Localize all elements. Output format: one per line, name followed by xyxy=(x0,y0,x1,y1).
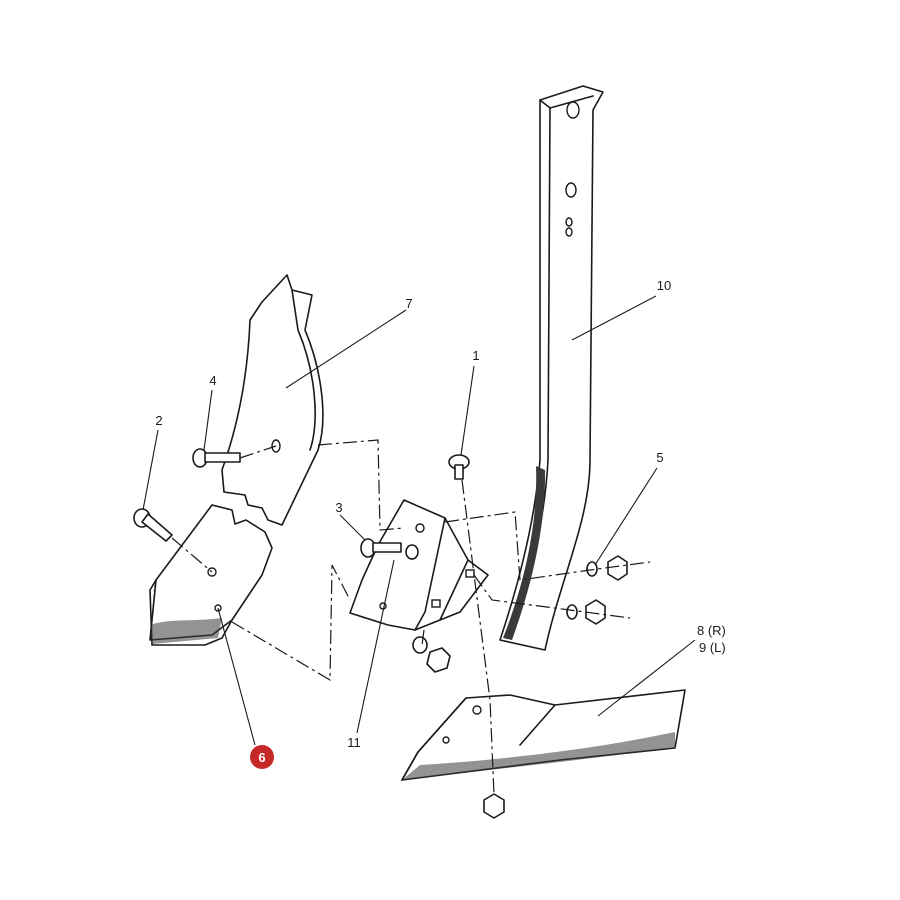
nut-share xyxy=(483,793,505,819)
part-8-9-main-share xyxy=(401,689,686,781)
callout-6-highlight[interactable]: 6 xyxy=(250,745,274,769)
bolt-3 xyxy=(360,538,419,560)
bolt-1 xyxy=(448,454,470,480)
callout-2: 2 xyxy=(155,413,162,428)
callout-4: 4 xyxy=(209,373,216,388)
nut-5-upper xyxy=(586,555,628,581)
nut-5-lower xyxy=(566,599,606,625)
callout-10: 10 xyxy=(657,278,671,293)
part-7-upper-wing xyxy=(221,274,324,526)
leader-lines xyxy=(142,295,696,746)
callout-8: 8 (R) xyxy=(697,623,726,638)
callout-9: 9 (L) xyxy=(699,640,726,655)
part-10-shank xyxy=(499,85,604,651)
callout-labels: 1 2 3 4 5 7 8 (R) 9 (L) 10 11 6 xyxy=(155,278,726,769)
part-6-lower-wing xyxy=(149,504,273,646)
assembly-lines xyxy=(171,439,651,796)
nut-bracket xyxy=(412,636,451,673)
callout-7: 7 xyxy=(405,296,412,311)
callout-6: 6 xyxy=(258,750,265,765)
callout-11: 11 xyxy=(347,735,361,750)
part-11-center-bracket xyxy=(349,499,489,631)
callout-1: 1 xyxy=(472,348,479,363)
highlight-badge xyxy=(250,745,274,769)
callout-3: 3 xyxy=(335,500,342,515)
callout-5: 5 xyxy=(656,450,663,465)
bolt-2 xyxy=(133,508,173,542)
